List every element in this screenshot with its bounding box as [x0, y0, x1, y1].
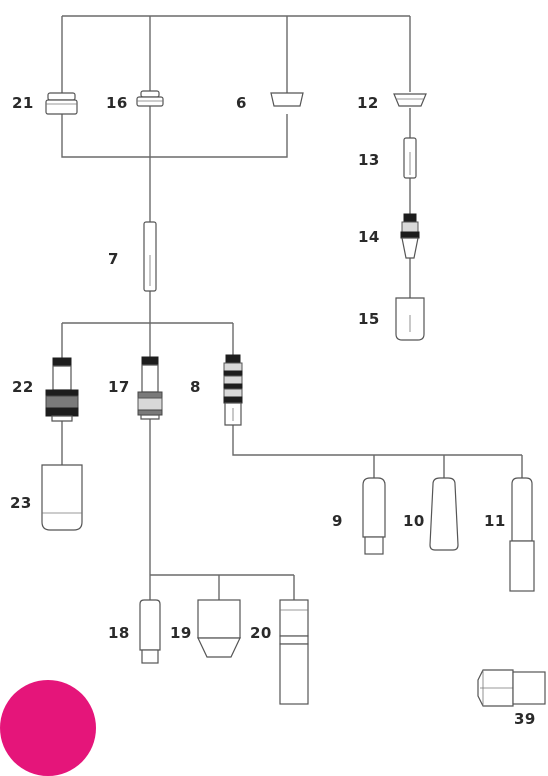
part-6-cap — [270, 92, 304, 107]
label-part-10: 10 — [403, 512, 425, 530]
exploded-parts-diagram — [41, 15, 546, 707]
part-21-cap — [45, 92, 78, 115]
part-16-cap — [136, 90, 164, 107]
part-8-collet-body — [223, 354, 243, 426]
part-14-collet-body — [400, 213, 420, 259]
part-19-nozzle — [197, 599, 241, 658]
label-part-21: 21 — [12, 94, 34, 112]
label-part-12: 12 — [357, 94, 379, 112]
label-part-6: 6 — [236, 94, 247, 112]
part-13-collet — [403, 137, 417, 179]
part-39-hex-nut — [477, 669, 546, 707]
label-part-18: 18 — [108, 624, 130, 642]
label-part-23: 23 — [10, 494, 32, 512]
collector-line-21-6 — [61, 114, 288, 158]
part-10-nozzle — [429, 477, 459, 551]
part-11-nozzle — [509, 477, 535, 592]
part-12-cap — [393, 93, 427, 107]
label-part-14: 14 — [358, 228, 380, 246]
label-part-39: 39 — [514, 710, 536, 728]
label-part-8: 8 — [190, 378, 201, 396]
label-part-9: 9 — [332, 512, 343, 530]
part-22-collet-body — [45, 357, 79, 422]
part-17-collet-body — [137, 356, 163, 420]
part-7-collet — [143, 221, 157, 292]
label-part-20: 20 — [250, 624, 272, 642]
label-part-17: 17 — [108, 378, 130, 396]
label-part-22: 22 — [12, 378, 34, 396]
label-part-16: 16 — [106, 94, 128, 112]
label-part-7: 7 — [108, 250, 119, 268]
part-9-nozzle — [362, 477, 386, 555]
connector-lines — [61, 15, 523, 600]
part-18-nozzle — [139, 599, 161, 664]
part-15-cup — [395, 297, 425, 341]
label-part-13: 13 — [358, 151, 380, 169]
part-23-cup — [41, 464, 83, 531]
bus-8-to-tips — [232, 425, 522, 456]
label-part-11: 11 — [484, 512, 506, 530]
part-20-nozzle — [279, 599, 309, 705]
label-part-15: 15 — [358, 310, 380, 328]
label-part-19: 19 — [170, 624, 192, 642]
